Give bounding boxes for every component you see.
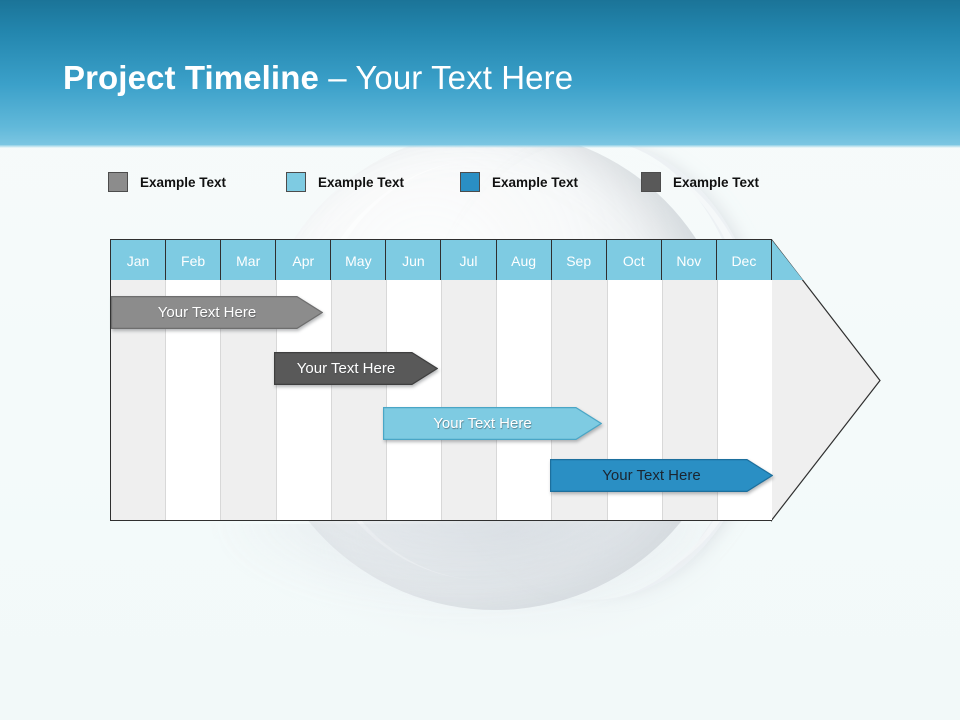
legend-swatch-dark-gray [641, 172, 661, 192]
month-header-dec[interactable]: Dec [716, 240, 772, 281]
legend-swatch-light-blue [286, 172, 306, 192]
gantt-grid [110, 280, 773, 521]
gantt-column-may [331, 280, 387, 520]
month-header-aug[interactable]: Aug [496, 240, 552, 281]
legend-item-1-label: Example Text [140, 174, 227, 190]
month-header-sep[interactable]: Sep [551, 240, 607, 281]
task-bar-2[interactable]: Your Text Here [274, 352, 438, 385]
legend-item-2[interactable]: Example Text [286, 168, 404, 196]
page-title: Project Timeline – Your Text Here [63, 57, 573, 98]
task-bar-3[interactable]: Your Text Here [383, 407, 602, 440]
page-title-light: – Your Text Here [318, 59, 574, 96]
task-bar-label-2: Your Text Here [296, 360, 396, 377]
month-header-jul[interactable]: Jul [441, 240, 497, 281]
task-bar-shape-3 [383, 407, 602, 440]
gantt-column-jul [442, 280, 498, 520]
timeline-arrow-tip [771, 239, 881, 522]
month-header-apr[interactable]: Apr [276, 240, 332, 281]
task-bar-label-3: Your Text Here [433, 415, 532, 432]
gantt-column-jun [386, 280, 443, 520]
background-reflection [150, 524, 850, 694]
task-bar-label-1: Your Text Here [157, 304, 257, 321]
legend-item-1[interactable]: Example Text [108, 168, 226, 196]
title-band [0, 0, 960, 145]
task-bar-shape-2 [274, 352, 438, 385]
month-header-oct[interactable]: Oct [606, 240, 662, 281]
gantt-column-aug [497, 280, 553, 520]
legend-item-3[interactable]: Example Text [460, 168, 578, 196]
task-bar-4[interactable]: Your Text Here [550, 459, 773, 492]
page-title-strong: Project Timeline [63, 59, 319, 96]
task-bar-shape-1 [111, 296, 323, 329]
legend: Example Text Example Text Example Text E… [108, 168, 808, 196]
task-bar-shape-4 [550, 459, 773, 492]
legend-item-4[interactable]: Example Text [641, 168, 759, 196]
month-header-mar[interactable]: Mar [221, 240, 277, 281]
legend-item-2-label: Example Text [318, 174, 405, 190]
month-header-nov[interactable]: Nov [661, 240, 717, 281]
background-photo-shadow [300, 520, 720, 640]
task-bar-1[interactable]: Your Text Here [111, 296, 323, 329]
month-header-feb[interactable]: Feb [166, 240, 222, 281]
month-header-may[interactable]: May [331, 240, 387, 281]
legend-item-4-label: Example Text [673, 174, 760, 190]
legend-swatch-gray [108, 172, 128, 192]
task-bar-label-4: Your Text Here [602, 467, 701, 484]
month-header-jun[interactable]: Jun [386, 240, 442, 281]
month-header-jan[interactable]: Jan [110, 240, 167, 281]
legend-swatch-blue [460, 172, 480, 192]
title-band-edge [0, 145, 960, 148]
legend-item-3-label: Example Text [492, 174, 579, 190]
